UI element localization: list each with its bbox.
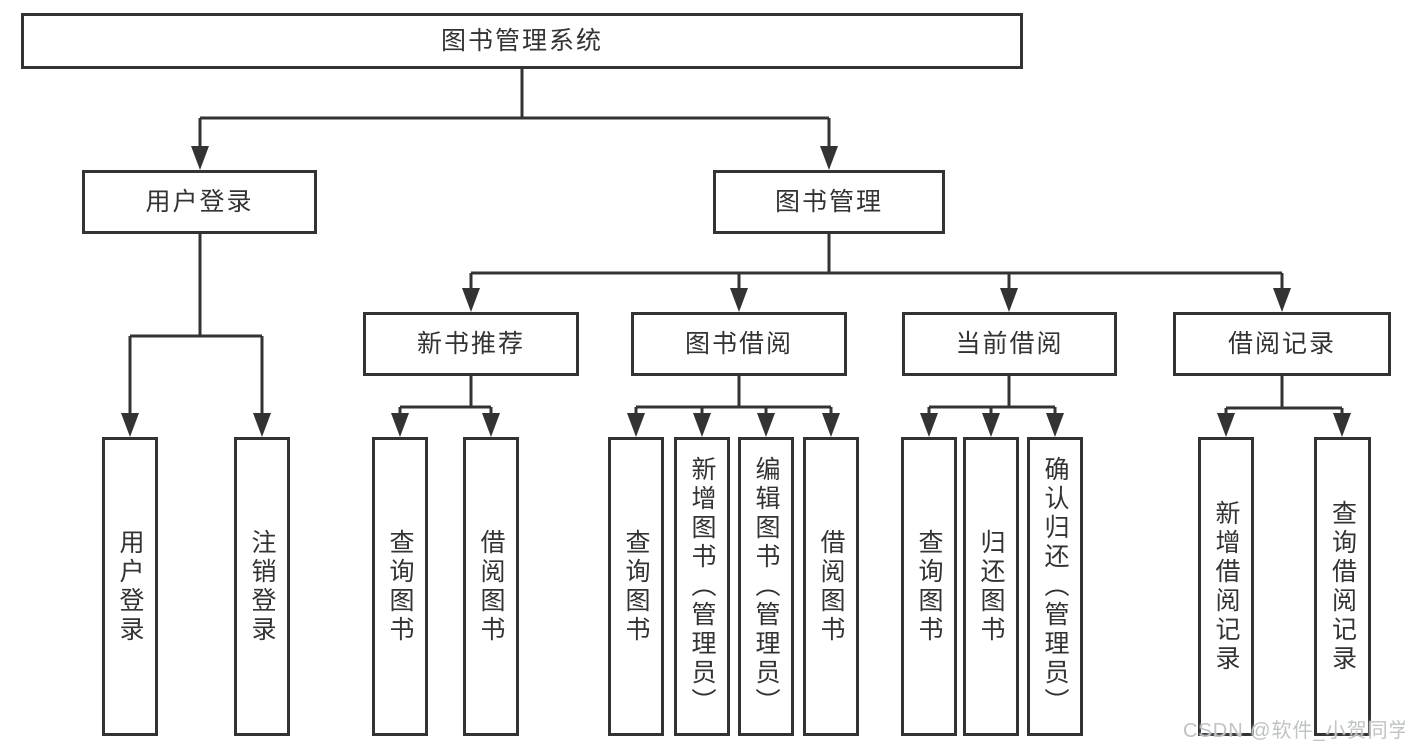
leaf-borrow-books-1-label: 借阅图书 [477,528,505,645]
node-current-borrowing: 当前借阅 [902,312,1117,376]
leaf-borrow-books-2: 借阅图书 [803,437,859,736]
watermark: CSDN @软件_小贺同学 [1183,720,1405,742]
node-book-borrowing: 图书借阅 [631,312,847,376]
node-root-label: 图书管理系统 [440,27,603,55]
leaf-logout-login: 注销登录 [234,437,290,736]
leaf-add-book-admin-label: 新增图书（管理员） [688,456,716,717]
node-borrowing-records-label: 借阅记录 [1227,330,1336,358]
leaf-add-book-admin: 新增图书（管理员） [674,437,730,736]
leaf-query-books-1: 查询图书 [372,437,428,736]
leaf-query-books-1-label: 查询图书 [386,528,414,645]
node-new-book-recommendation-label: 新书推荐 [416,330,525,358]
node-user-login-label: 用户登录 [145,188,254,216]
leaf-edit-book-admin: 编辑图书（管理员） [738,437,794,736]
leaf-borrow-books-2-label: 借阅图书 [817,528,845,645]
leaf-query-books-2-label: 查询图书 [622,528,650,645]
node-user-login: 用户登录 [82,170,317,234]
leaf-return-book: 归还图书 [963,437,1019,736]
leaf-query-books-2: 查询图书 [608,437,664,736]
leaf-add-borrow-record: 新增借阅记录 [1198,437,1254,736]
leaf-user-login: 用户登录 [102,437,158,736]
leaf-query-books-3: 查询图书 [901,437,957,736]
node-current-borrowing-label: 当前借阅 [955,330,1064,358]
leaf-confirm-return-admin-label: 确认归还（管理员） [1041,456,1069,717]
leaf-confirm-return-admin: 确认归还（管理员） [1027,437,1083,736]
leaf-return-book-label: 归还图书 [977,528,1005,645]
node-book-borrowing-label: 图书借阅 [684,330,793,358]
leaf-query-books-3-label: 查询图书 [915,528,943,645]
node-book-management-label: 图书管理 [774,188,883,216]
node-book-management: 图书管理 [713,170,945,234]
leaf-query-borrow-record: 查询借阅记录 [1314,437,1371,736]
node-root: 图书管理系统 [21,13,1023,69]
leaf-borrow-books-1: 借阅图书 [463,437,519,736]
leaf-add-borrow-record-label: 新增借阅记录 [1212,499,1240,674]
node-new-book-recommendation: 新书推荐 [363,312,579,376]
node-borrowing-records: 借阅记录 [1173,312,1391,376]
leaf-logout-login-label: 注销登录 [248,528,276,645]
leaf-user-login-label: 用户登录 [116,528,144,645]
leaf-edit-book-admin-label: 编辑图书（管理员） [752,456,780,717]
leaf-query-borrow-record-label: 查询借阅记录 [1328,499,1357,674]
